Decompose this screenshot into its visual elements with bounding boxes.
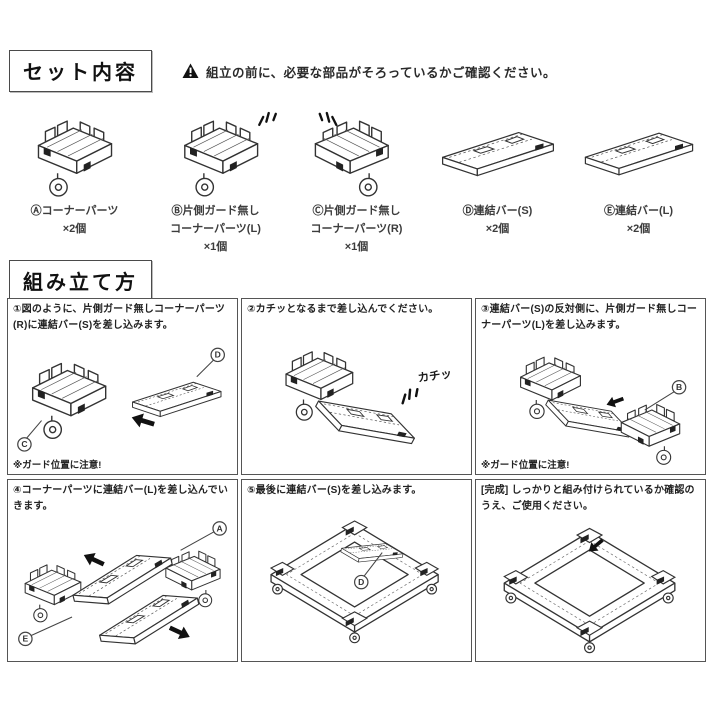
insert-arrow-icon	[604, 393, 626, 411]
assembly-step-panel-3: ③連結バー(S)の反対側に、片側ガード無しコーナーパーツ(L)を差し込みます。 …	[475, 298, 706, 475]
assembly-title: 組み立て方	[9, 260, 152, 302]
step-4-illustration: A E	[13, 514, 232, 659]
click-spark-icon	[318, 111, 337, 127]
warning-text: 組立の前に、必要な部品がそろっているかご確認ください。	[206, 65, 557, 80]
callout-letter: D	[358, 576, 364, 586]
step-1-illustration: C D	[13, 333, 232, 472]
insert-arrow-icon	[80, 548, 107, 571]
step-1-text: ①図のように、片側ガード無しコーナーパーツ(R)に連結バー(S)を差し込みます。	[13, 304, 226, 331]
callout-letter: E	[23, 634, 29, 644]
step-5-text: ⑤最後に連結バー(S)を差し込みます。	[247, 485, 422, 496]
part-qty: ×1個	[344, 241, 369, 254]
insert-arrow-icon	[166, 621, 193, 644]
part-item-a: Ⓐコーナーパーツ ×2個	[4, 102, 145, 256]
callout-circle-marker	[18, 631, 33, 647]
warning-row: 組立の前に、必要な部品がそろっているかご確認ください。	[182, 62, 556, 81]
callout-letter: B	[676, 382, 682, 392]
corner-part-illustration	[4, 102, 145, 202]
parts-row: Ⓐコーナーパーツ ×2個 Ⓑ片側ガード無し コーナーパーツ(L) ×1個	[4, 102, 709, 256]
part-item-c: Ⓒ片側ガード無し コーナーパーツ(R) ×1個	[286, 102, 427, 256]
step-3-illustration: B	[481, 333, 700, 472]
part-label: Ⓔ連結バー(L) ×2個	[604, 202, 673, 238]
step-2-illustration: カチッ	[247, 318, 466, 473]
part-label: Ⓓ連結バー(S) ×2個	[463, 202, 533, 238]
set-contents-title: セット内容	[9, 50, 152, 92]
assembly-step-panel-2: ②カチッとなるまで差し込んでください。 カチッ	[241, 298, 472, 475]
corner-part-no-guard-r-illustration	[286, 102, 427, 202]
assembly-step-panel-5: ⑤最後に連結バー(S)を差し込みます。 D	[241, 479, 472, 662]
step-complete-text: [完成] しっかりと組み付けられているか確認のうえ、ご使用ください。	[481, 485, 695, 512]
part-qty: ×1個	[203, 241, 228, 254]
callout-letter: C	[21, 439, 27, 449]
step-3-text: ③連結バー(S)の反対側に、片側ガード無しコーナーパーツ(L)を差し込みます。	[481, 304, 698, 331]
assembly-step-panel-complete: [完成] しっかりと組み付けられているか確認のうえ、ご使用ください。	[475, 479, 706, 662]
step-5-illustration: D	[247, 499, 466, 660]
part-label: Ⓐコーナーパーツ ×2個	[31, 202, 119, 238]
warning-triangle-icon	[182, 63, 199, 78]
step-complete-illustration	[481, 514, 700, 659]
assembly-step-panel-4: ④コーナーパーツに連結バー(L)を差し込んでいきます。 A E	[7, 479, 238, 662]
step-3-note: ※ガード位置に注意!	[481, 460, 570, 471]
callout-circle-marker	[210, 347, 226, 363]
click-spark-icon	[257, 111, 277, 127]
step-2-text: ②カチッとなるまで差し込んでください。	[247, 304, 439, 315]
assembly-steps-grid: ①図のように、片側ガード無しコーナーパーツ(R)に連結バー(S)を差し込みます。…	[7, 298, 706, 662]
connect-bar-l-illustration	[568, 102, 709, 202]
callout-circle-marker	[353, 574, 369, 589]
connect-bar-s-illustration	[427, 102, 568, 202]
part-label: Ⓑ片側ガード無し コーナーパーツ(L) ×1個	[170, 202, 261, 256]
part-item-b: Ⓑ片側ガード無し コーナーパーツ(L) ×1個	[145, 102, 286, 256]
assembly-step-panel-1: ①図のように、片側ガード無しコーナーパーツ(R)に連結バー(S)を差し込みます。…	[7, 298, 238, 475]
click-sfx-text: カチッ	[417, 367, 453, 385]
callout-letter: D	[215, 350, 221, 360]
part-item-e: Ⓔ連結バー(L) ×2個	[568, 102, 709, 256]
part-item-d: Ⓓ連結バー(S) ×2個	[427, 102, 568, 256]
assembly-header: 組み立て方	[9, 260, 152, 302]
corner-part-no-guard-l-illustration	[145, 102, 286, 202]
part-qty: ×2個	[485, 223, 510, 236]
part-qty: ×2個	[626, 223, 651, 236]
callout-letter: A	[217, 523, 223, 533]
part-label: Ⓒ片側ガード無し コーナーパーツ(R) ×1個	[311, 202, 403, 256]
set-contents-header: セット内容 組立の前に、必要な部品がそろっているかご確認ください。	[9, 50, 556, 92]
callout-circle-marker	[212, 521, 227, 536]
step-4-text: ④コーナーパーツに連結バー(L)を差し込んでいきます。	[13, 485, 229, 512]
callout-circle-marker	[17, 437, 32, 452]
step-1-note: ※ガード位置に注意!	[13, 460, 102, 471]
part-qty: ×2個	[62, 223, 87, 236]
click-spark-icon	[399, 386, 421, 404]
callout-circle-marker	[671, 379, 687, 395]
